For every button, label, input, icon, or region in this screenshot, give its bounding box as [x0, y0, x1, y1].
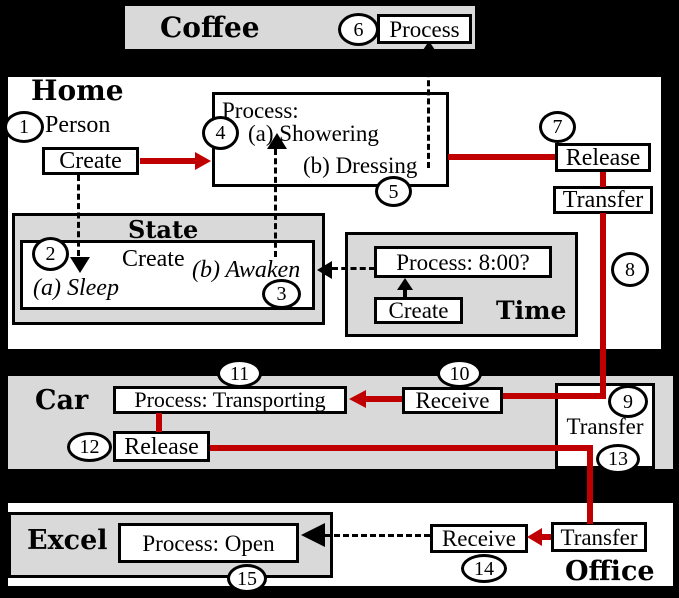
coffee-label: Coffee — [160, 11, 260, 44]
car-process-label: Process: Transporting — [134, 387, 326, 412]
arrowhead-right-red-icon — [195, 152, 211, 170]
step-badge-5: 5 — [375, 176, 412, 207]
red-line-transfer-to-receive — [542, 534, 551, 540]
home-process-title: Process: — [222, 98, 299, 123]
coffee-process-box: Process — [377, 14, 472, 44]
excel-label: Excel — [27, 525, 108, 556]
step-badge-10: 10 — [437, 359, 482, 388]
coffee-process-label: Process — [389, 16, 460, 42]
dashed-line-create-to-sleep — [77, 175, 80, 256]
state-label: State — [128, 215, 199, 244]
red-line-process-to-release — [448, 154, 555, 160]
arrowhead-down-icon — [70, 257, 90, 273]
office-transfer-label: Transfer — [560, 524, 638, 550]
time-create-box: Create — [374, 297, 463, 324]
red-line-receive-to-transporting — [366, 396, 402, 402]
office-transfer-box: Transfer — [551, 522, 647, 552]
person-label: Person — [45, 112, 111, 138]
home-create-box: Create — [42, 147, 139, 175]
excel-process-label: Process: Open — [142, 530, 275, 556]
state-create-label: Create — [122, 246, 185, 272]
time-create-label: Create — [388, 298, 449, 323]
red-line-release-rightward — [210, 445, 593, 451]
arrowhead-up-small-icon — [397, 278, 413, 290]
office-receive-box: Receive — [430, 524, 528, 553]
car-receive-box: Receive — [402, 387, 503, 414]
step-badge-6: 6 — [338, 13, 379, 46]
car-label: Car — [35, 385, 89, 416]
step-badge-12: 12 — [67, 432, 112, 462]
dashed-line-receive-to-excel — [325, 534, 430, 537]
red-line-down-to-office — [587, 445, 593, 524]
office-receive-label: Receive — [441, 526, 517, 551]
home-label: Home — [31, 74, 124, 107]
home-release-label: Release — [565, 144, 641, 171]
arrowhead-left-red2-icon — [527, 528, 542, 546]
step-badge-15: 15 — [227, 564, 267, 593]
time-process-box: Process: 8:00? — [374, 246, 552, 278]
home-transfer-label: Transfer — [562, 187, 644, 213]
time-label: Time — [496, 296, 567, 325]
time-process-label: Process: 8:00? — [396, 249, 530, 275]
line-create-to-timeprocess — [403, 290, 407, 298]
home-create-label: Create — [59, 148, 122, 174]
arrowhead-left-big-icon — [301, 523, 325, 547]
arrowhead-up-icon — [267, 133, 287, 149]
dashed-line-time-to-awaken — [332, 267, 375, 270]
step-badge-3: 3 — [262, 279, 301, 309]
step-badge-4: 4 — [202, 116, 239, 150]
step-badge-9: 9 — [608, 385, 648, 418]
home-process-item-b: (b) Dressing — [303, 153, 418, 178]
step-badge-13: 13 — [596, 444, 640, 474]
excel-process-box: Process: Open — [118, 523, 299, 563]
arrowhead-up-to-coffee-icon — [421, 41, 437, 53]
dashed-line-coffee-process — [427, 53, 430, 168]
step-badge-7: 7 — [539, 111, 576, 143]
red-line-trunk-to-receive — [503, 393, 604, 399]
step-badge-1: 1 — [4, 111, 44, 143]
step-badge-14: 14 — [461, 554, 507, 583]
car-transfer-label: Transfer — [566, 413, 644, 439]
red-line-transporting-to-release — [156, 413, 162, 432]
state-awaken-label: (b) Awaken — [192, 257, 301, 283]
car-receive-label: Receive — [415, 388, 490, 413]
office-label: Office — [565, 556, 655, 587]
step-badge-11: 11 — [217, 359, 262, 388]
step-badge-2: 2 — [32, 237, 69, 271]
step-badge-8: 8 — [611, 252, 649, 287]
car-process-box: Process: Transporting — [113, 386, 347, 414]
car-release-label: Release — [124, 433, 199, 460]
red-line-release-to-transfer — [600, 172, 606, 187]
red-line-transfer-down-trunk — [600, 213, 606, 399]
home-release-box: Release — [555, 143, 651, 172]
arrowhead-left-red-icon — [349, 390, 366, 408]
state-sleep-label: (a) Sleep — [33, 275, 119, 301]
red-line-create-to-process — [140, 158, 196, 164]
home-process-box: Process: (a) Showering (b) Dressing — [212, 92, 449, 187]
home-transfer-box: Transfer — [553, 186, 653, 214]
dashed-line-awaken-to-process — [274, 149, 277, 257]
car-release-box: Release — [113, 431, 210, 462]
arrowhead-left-icon — [317, 261, 332, 279]
